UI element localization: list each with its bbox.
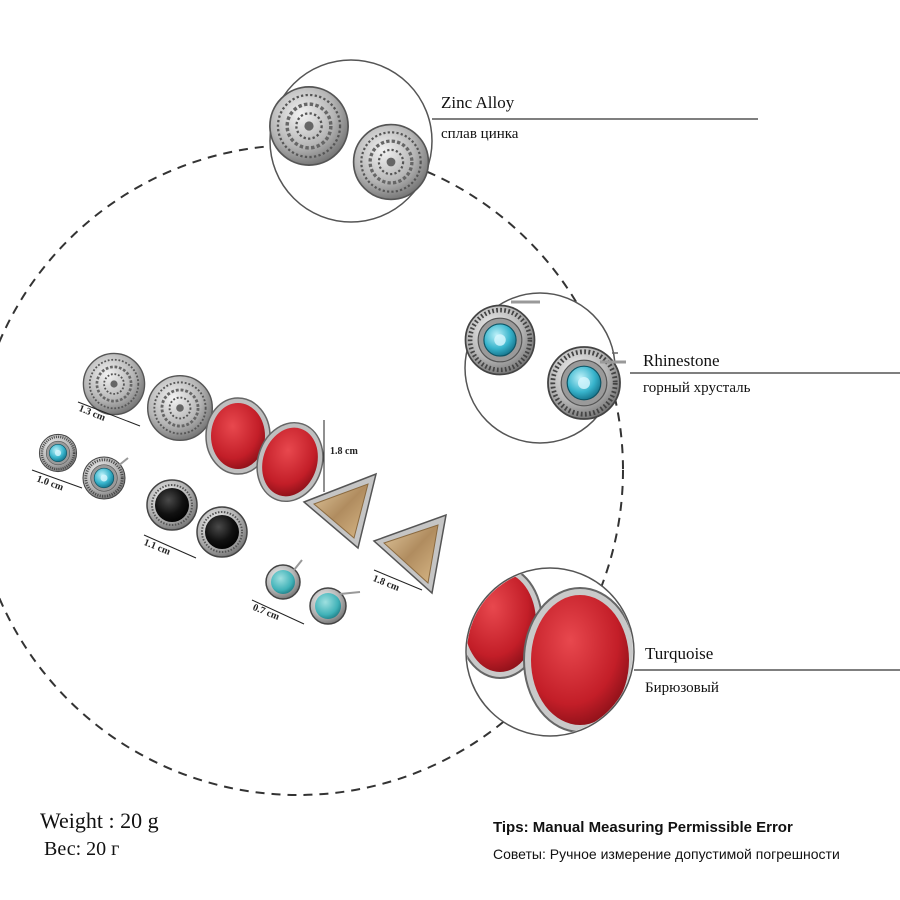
callout-rhinestone-subtitle: горный хрусталь <box>643 380 751 396</box>
callout-rhinestone-title: Rhinestone <box>643 351 720 370</box>
weight-label-en: Weight : 20 g <box>40 808 159 833</box>
callout-turquoise-subtitle: Бирюзовый <box>645 680 719 696</box>
callout-zinc-alloy-subtitle: сплав цинка <box>441 126 519 142</box>
callout-zinc-alloy-title: Zinc Alloy <box>441 93 515 112</box>
size-label-red-oval: 1.8 cm <box>330 446 358 457</box>
tips-label-ru: Советы: Ручное измерение допустимой погр… <box>493 846 840 862</box>
tips-label-en: Tips: Manual Measuring Permissible Error <box>493 819 793 836</box>
weight-label-ru: Вес: 20 г <box>44 838 120 860</box>
callout-turquoise-title: Turquoise <box>645 644 714 663</box>
